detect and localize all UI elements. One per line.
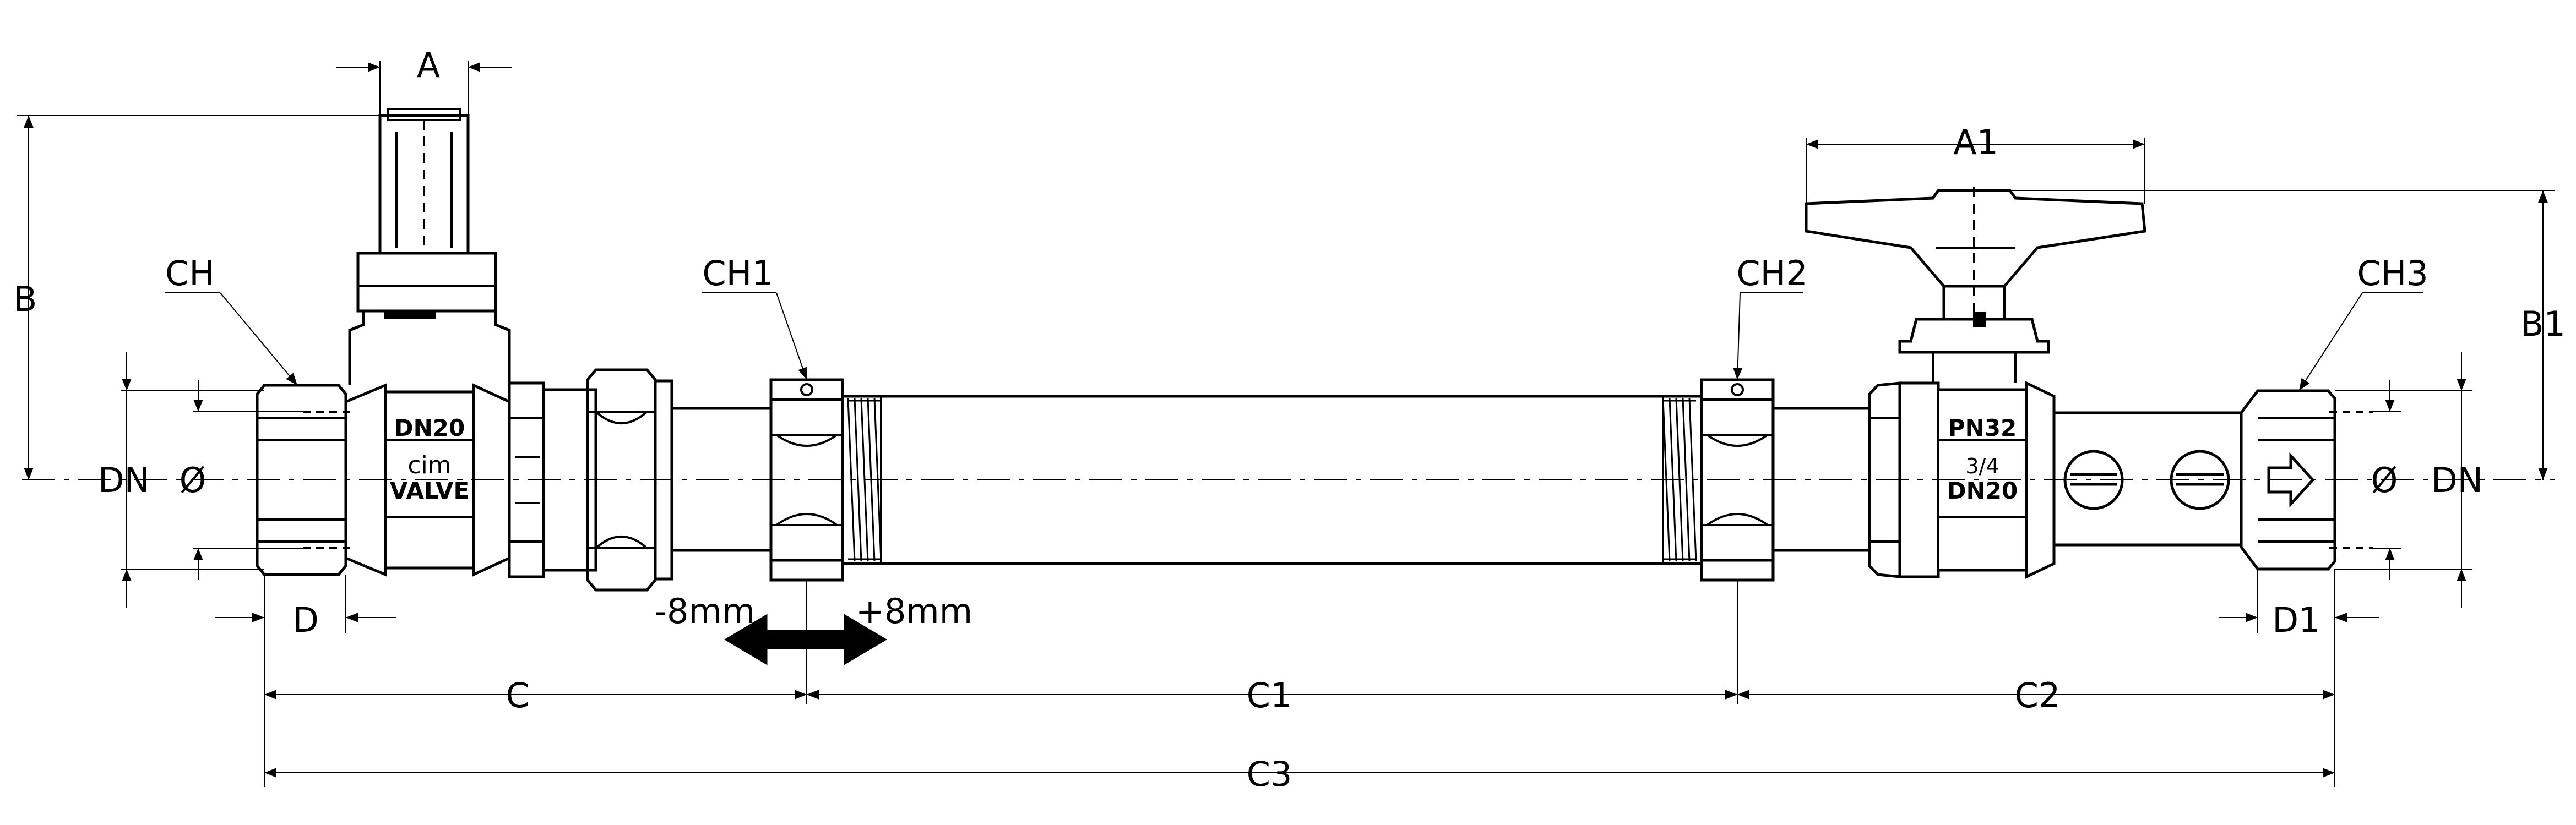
right-hex-nut xyxy=(2240,389,2373,571)
right-valve-size-mark: DN20 xyxy=(1947,477,2018,504)
thread-hatching-right xyxy=(1662,398,1697,562)
right-valve-handle xyxy=(1805,187,2146,383)
drain-plug-right xyxy=(2170,450,2230,510)
drain-body xyxy=(2052,411,2243,547)
label-a: A xyxy=(417,45,440,85)
label-ch2: CH2 xyxy=(1736,253,1807,293)
label-c2: C2 xyxy=(2015,675,2061,715)
label-c: C xyxy=(506,675,529,715)
label-dia-left: Ø xyxy=(180,460,206,500)
right-valve-thread-mark: 3/4 xyxy=(1965,454,1999,478)
left-actuator-head xyxy=(348,108,511,385)
left-valve-text-mark: VALVE xyxy=(390,477,469,504)
label-ch1: CH1 xyxy=(702,253,773,293)
right-valve-body xyxy=(1868,381,2056,579)
label-ch: CH xyxy=(165,253,215,293)
label-minus-travel: -8mm xyxy=(655,591,756,631)
label-dn-right: DN xyxy=(2431,460,2483,500)
left-valve-logo: cim xyxy=(407,451,451,479)
dimension-lines xyxy=(17,61,2555,787)
adjustment-arrow-icon xyxy=(724,614,887,665)
label-dn-left: DN xyxy=(98,460,150,500)
dimension-labels: A B CH CH1 CH2 CH3 A1 B1 DN Ø Ø DN D D1 … xyxy=(14,45,2566,794)
left-valve-size-mark: DN20 xyxy=(394,414,465,441)
right-valve-pressure-mark: PN32 xyxy=(1948,414,2017,441)
label-b: B xyxy=(14,279,37,319)
label-plus-travel: +8mm xyxy=(856,591,972,631)
body-markings: DN20 cim VALVE PN32 3/4 DN20 xyxy=(390,414,2018,504)
thread-hatching-left xyxy=(847,398,882,562)
drain-plug-left xyxy=(2063,450,2124,510)
label-b1: B1 xyxy=(2520,304,2566,344)
label-ch3: CH3 xyxy=(2357,253,2428,293)
label-d1: D1 xyxy=(2272,600,2320,640)
label-dia-right: Ø xyxy=(2371,460,2398,500)
label-d: D xyxy=(292,600,319,640)
label-a1: A1 xyxy=(1953,122,1998,162)
label-c3: C3 xyxy=(1247,754,1292,794)
left-hex-nut xyxy=(256,384,352,576)
label-c1: C1 xyxy=(1247,675,1292,715)
flow-arrow-icon xyxy=(2267,452,2315,508)
left-valve-body xyxy=(344,381,597,578)
